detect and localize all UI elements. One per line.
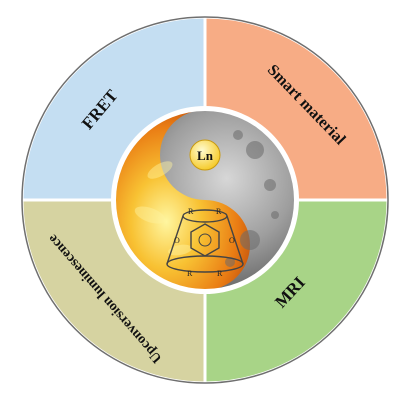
molecule-o-label-2: O	[229, 236, 235, 245]
ln-ion-dot	[189, 139, 221, 171]
yin-yang-center: Ln R R R R O O	[111, 106, 299, 294]
macrocycle-molecule-icon	[166, 209, 244, 273]
ln-label: Ln	[197, 148, 214, 163]
fire-half	[115, 110, 250, 290]
molecule-o-label-1: O	[174, 236, 180, 245]
molecule-r-label-1: R	[188, 207, 194, 216]
molecule-r-label-2: R	[216, 207, 222, 216]
molecule-r-label-4: R	[217, 269, 223, 278]
ring-outline	[21, 16, 389, 384]
molecule-r-label-3: R	[187, 269, 193, 278]
moon-craters	[225, 130, 279, 267]
fire-streaks	[134, 161, 192, 256]
